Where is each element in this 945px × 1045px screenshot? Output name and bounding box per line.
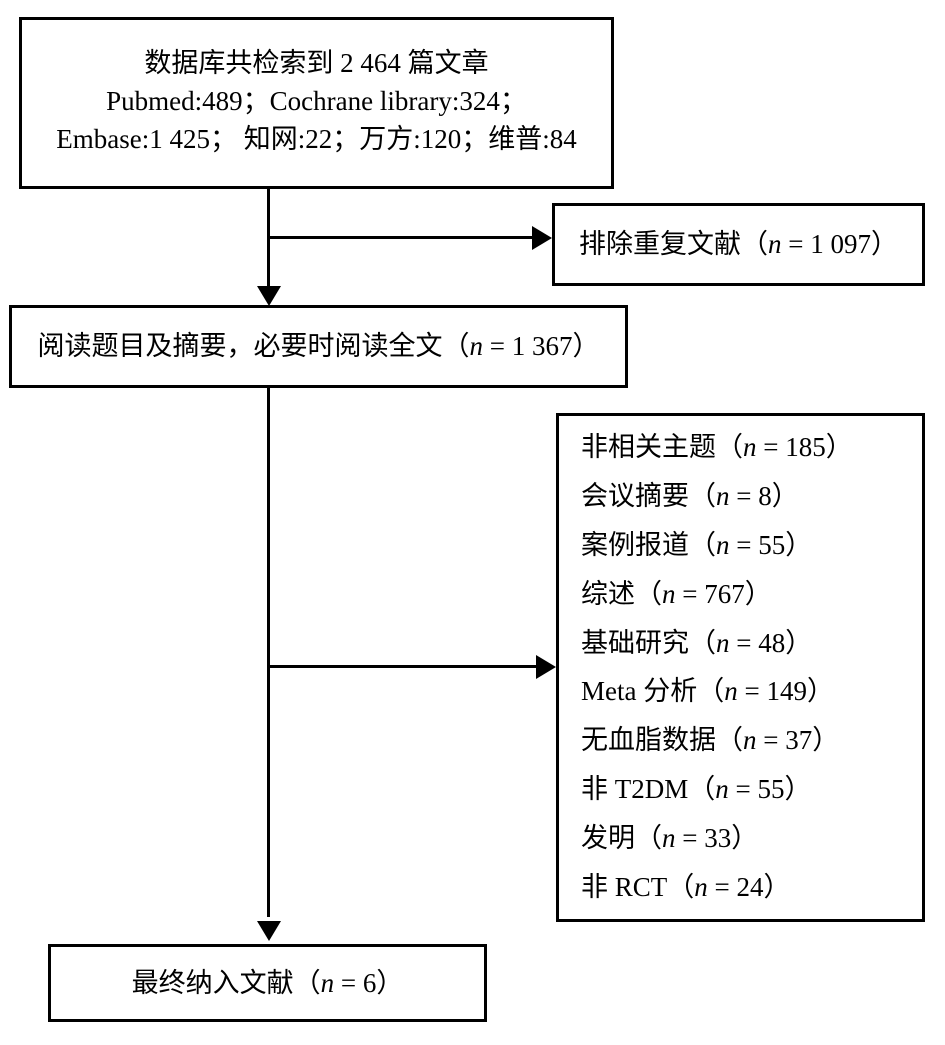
exclusion-row: 会议摘要（n = 8） xyxy=(581,480,799,511)
records-identified-line-1: 数据库共检索到 2 464 篇文章 xyxy=(144,47,489,78)
studies-included-text: 最终纳入文献（n = 6） xyxy=(131,967,404,998)
exclusion-row: 非 RCT（n = 24） xyxy=(581,871,791,902)
duplicates-removed-text: 排除重复文献（n = 1 097） xyxy=(579,229,898,260)
arrow-screening-to-exclusions xyxy=(536,655,556,679)
exclusion-row: 案例报道（n = 55） xyxy=(581,529,813,560)
exclusion-row: 综述（n = 767） xyxy=(581,578,772,609)
box-exclusion-reasons: 非相关主题（n = 185） 会议摘要（n = 8） 案例报道（n = 55） … xyxy=(556,413,925,922)
box-records-identified: 数据库共检索到 2 464 篇文章 Pubmed:489；Cochrane li… xyxy=(19,17,614,189)
exclusion-row: 无血脂数据（n = 37） xyxy=(581,725,840,756)
exclusion-row: Meta 分析（n = 149） xyxy=(581,676,834,707)
box-studies-included: 最终纳入文献（n = 6） xyxy=(48,944,487,1022)
screening-text: 阅读题目及摘要，必要时阅读全文（n = 1 367） xyxy=(37,331,600,362)
arrow-screening-to-included xyxy=(257,921,281,941)
exclusion-row: 非相关主题（n = 185） xyxy=(581,432,853,462)
records-identified-line-3: Embase:1 425； 知网:22；万方:120；维普:84 xyxy=(56,124,577,155)
exclusion-row: 发明（n = 33） xyxy=(581,823,759,853)
connector-line-screening-to-exclusions xyxy=(267,665,536,668)
box-duplicates-removed: 排除重复文献（n = 1 097） xyxy=(552,203,925,286)
connector-line-search-to-duplicates xyxy=(267,236,532,239)
exclusion-row: 基础研究（n = 48） xyxy=(581,627,813,658)
arrow-search-to-duplicates xyxy=(532,226,552,250)
records-identified-line-2: Pubmed:489；Cochrane library:324； xyxy=(106,85,527,116)
box-title-abstract-screening: 阅读题目及摘要，必要时阅读全文（n = 1 367） xyxy=(9,305,628,388)
connector-line-screening-to-included xyxy=(267,388,270,917)
arrow-search-to-screening xyxy=(257,286,281,306)
connector-line-search-to-screening xyxy=(267,189,270,299)
exclusion-row: 非 T2DM（n = 55） xyxy=(581,774,812,805)
